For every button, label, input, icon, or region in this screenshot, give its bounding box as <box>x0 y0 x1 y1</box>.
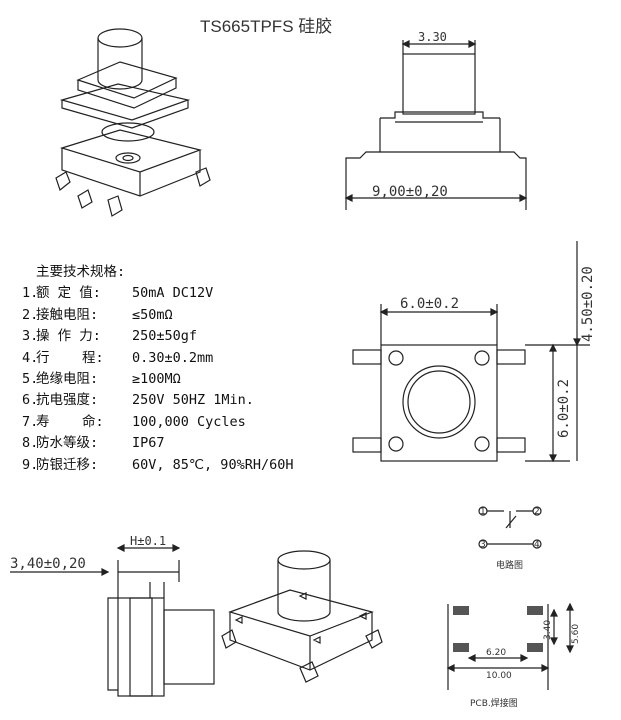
side-view-bottom <box>10 544 215 697</box>
isometric-view <box>221 550 383 683</box>
spec-value: 250V 50HZ 1Min. <box>132 392 254 409</box>
spec-value: 0.30±0.2mm <box>132 349 214 366</box>
spec-list: 主要技术规格: 1.额 定 值:50mA DC12V 2.接触电阻:≤50mΩ … <box>22 262 293 476</box>
spec-value: 100,000 Cycles <box>132 413 246 430</box>
spec-row: 7.寿 命: 100,000 Cycles <box>22 412 293 433</box>
spec-row: 4.行 程: 0.30±0.2mm <box>22 348 293 369</box>
spec-row: 5.绝缘电阻: ≥100MΩ <box>22 369 293 390</box>
dim-label: 4.50±0.20 <box>580 266 596 342</box>
spec-value: ≥100MΩ <box>132 371 181 388</box>
pcb-caption: PCB.焊接图 <box>470 697 518 709</box>
spec-label: 抗电强度: <box>36 392 99 409</box>
spec-num: 6. <box>22 392 39 409</box>
spec-value: IP67 <box>132 435 165 452</box>
spec-heading: 主要技术规格: <box>36 264 126 280</box>
pin-label: 4 <box>534 540 540 550</box>
dim-label: 6.20 <box>486 648 506 658</box>
spec-num: 2. <box>22 306 39 323</box>
spec-value: 50mA DC12V <box>132 285 214 302</box>
spec-label: 寿 命: <box>36 413 104 430</box>
spec-num: 9. <box>22 456 39 473</box>
pin-label: 1 <box>480 507 486 517</box>
circuit-caption: 电路图 <box>496 559 523 571</box>
pcb-layout <box>446 602 574 690</box>
exploded-isometric-view <box>55 28 211 217</box>
pcb-pads <box>453 606 543 652</box>
dim-label: 3,40±0,20 <box>10 556 86 572</box>
dim-label: 6.0±0.2 <box>556 379 572 438</box>
spec-num: 1. <box>22 285 39 302</box>
top-view <box>352 241 590 463</box>
spec-value: 60V, 85℃, 90%RH/60H <box>132 456 294 473</box>
dim-label: 6.0±0.2 <box>400 296 459 312</box>
spec-value: ≤50mΩ <box>132 306 173 323</box>
spec-num: 7. <box>22 413 39 430</box>
spec-label: 额 定 值: <box>36 285 101 302</box>
dim-label: H±0.1 <box>130 534 166 548</box>
spec-row: 6.抗电强度: 250V 50HZ 1Min. <box>22 390 293 411</box>
page-title: TS665TPFS 硅胶 <box>200 17 333 36</box>
spec-value: 250±50gf <box>132 328 198 345</box>
spec-label: 防银迁移: <box>36 456 99 473</box>
spec-label: 绝缘电阻: <box>36 371 99 388</box>
dim-label: 5.60 <box>571 624 581 644</box>
spec-label: 操 作 力: <box>36 328 101 345</box>
spec-label: 接触电阻: <box>36 306 99 323</box>
spec-label: 行 程: <box>36 349 104 366</box>
dim-label: 10.00 <box>486 671 512 681</box>
spec-num: 8. <box>22 435 39 452</box>
spec-row: 9.防银迁移: 60V, 85℃, 90%RH/60H <box>22 455 293 476</box>
spec-row: 1.额 定 值: 50mA DC12V <box>22 283 293 304</box>
spec-row: 3.操 作 力: 250±50gf <box>22 326 293 347</box>
circuit-diagram <box>478 506 542 549</box>
pin-label: 3 <box>480 540 486 550</box>
side-view-top <box>344 40 528 210</box>
dim-label: 3.30 <box>418 30 447 44</box>
spec-row: 8.防水等级: IP67 <box>22 433 293 454</box>
spec-label: 防水等级: <box>36 435 99 452</box>
dim-label: 3.40 <box>543 620 553 640</box>
spec-row: 2.接触电阻: ≤50mΩ <box>22 305 293 326</box>
pin-label: 2 <box>534 507 540 517</box>
spec-num: 4. <box>22 349 39 366</box>
spec-num: 3. <box>22 328 39 345</box>
dim-label: 9,00±0,20 <box>372 184 448 200</box>
spec-num: 5. <box>22 371 39 388</box>
